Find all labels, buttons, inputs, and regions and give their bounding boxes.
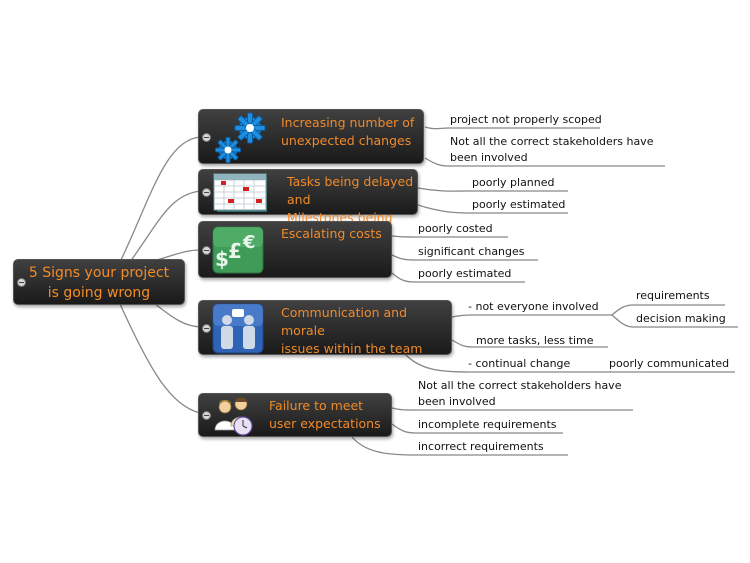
leaf-topic[interactable]: incorrect requirements <box>418 440 544 453</box>
leaf-topic[interactable]: poorly costed <box>418 222 493 235</box>
users-clock-icon <box>214 397 253 436</box>
gantt-chart-icon <box>213 173 267 212</box>
gears-icon <box>215 112 266 163</box>
branch-topic-tasks-delayed[interactable]: Tasks being delayed and Milestones being… <box>198 169 418 243</box>
leaf-topic[interactable]: project not properly scoped <box>450 113 602 126</box>
leaf-topic[interactable]: - continual change <box>468 357 571 370</box>
connector-root-b2 <box>129 190 201 263</box>
people-talking-icon <box>212 303 264 354</box>
connector-root-b5 <box>119 303 201 414</box>
svg-text:£: £ <box>228 239 242 263</box>
leaf-topic[interactable]: Not all the correct stakeholders have be… <box>450 135 654 164</box>
branch-topic-label: Communication and morale issues within t… <box>281 305 423 356</box>
root-topic[interactable]: 5 Signs your project is going wrong <box>13 259 185 305</box>
connector-b4-sub2 <box>611 314 738 328</box>
connector-b2-l1 <box>417 187 568 192</box>
connector-b4-l1 <box>451 314 612 318</box>
svg-text:€: € <box>242 232 256 253</box>
connector-b5-l1 <box>391 407 633 411</box>
subleaf-topic[interactable]: decision making <box>636 312 726 325</box>
connector-b3-l3 <box>391 272 525 283</box>
branch-topic-user-expectations[interactable]: Failure to meet user expectations <box>198 393 392 437</box>
leaf-topic[interactable]: Not all the correct stakeholders have be… <box>418 379 622 408</box>
collapse-toggle[interactable] <box>202 133 211 142</box>
subleaf-topic[interactable]: poorly communicated <box>609 357 730 370</box>
collapse-toggle[interactable] <box>202 411 211 420</box>
branch-topic-label: Increasing number of unexpected changes <box>281 115 415 148</box>
connector-b3-l2 <box>391 254 538 261</box>
leaf-topic[interactable]: poorly estimated <box>418 267 512 280</box>
collapse-toggle[interactable] <box>202 246 211 255</box>
leaf-topic[interactable]: - not everyone involved <box>468 300 599 313</box>
branch-topic-unexpected-changes[interactable]: Increasing number of unexpected changes <box>198 109 424 164</box>
connector-b3-l1 <box>391 235 508 238</box>
branch-topic-communication[interactable]: Communication and morale issues within t… <box>198 300 452 356</box>
connector-b4-l2 <box>451 339 608 348</box>
collapse-toggle[interactable] <box>202 324 211 333</box>
branch-topic-label: Escalating costs <box>281 226 382 241</box>
collapse-toggle[interactable] <box>17 278 26 287</box>
currency-icon: $ £ € <box>212 226 264 274</box>
leaf-topic[interactable]: more tasks, less time <box>476 334 594 347</box>
branch-topic-label: Failure to meet user expectations <box>269 398 381 431</box>
leaf-topic[interactable]: incomplete requirements <box>418 418 557 431</box>
branch-topic-escalating-costs[interactable]: $ £ € Escalating costs <box>198 221 392 278</box>
subleaf-topic[interactable]: requirements <box>636 289 710 302</box>
svg-text:$: $ <box>215 247 229 271</box>
leaf-topic[interactable]: poorly planned <box>472 176 555 189</box>
connector-b2-l2 <box>417 204 568 214</box>
leaf-topic[interactable]: significant changes <box>418 245 525 258</box>
connector-b4-sub1 <box>611 304 725 316</box>
connector-b5-l2 <box>391 423 563 434</box>
connector-b4-l3 <box>404 353 735 373</box>
connector-b1-l1 <box>424 126 600 130</box>
root-topic-label: 5 Signs your project is going wrong <box>28 265 170 301</box>
connector-b1-l2 <box>424 157 665 167</box>
collapse-toggle[interactable] <box>202 188 211 197</box>
leaf-topic[interactable]: poorly estimated <box>472 198 566 211</box>
connector-b5-l3 <box>351 436 568 456</box>
connector-root-b1 <box>119 136 201 263</box>
